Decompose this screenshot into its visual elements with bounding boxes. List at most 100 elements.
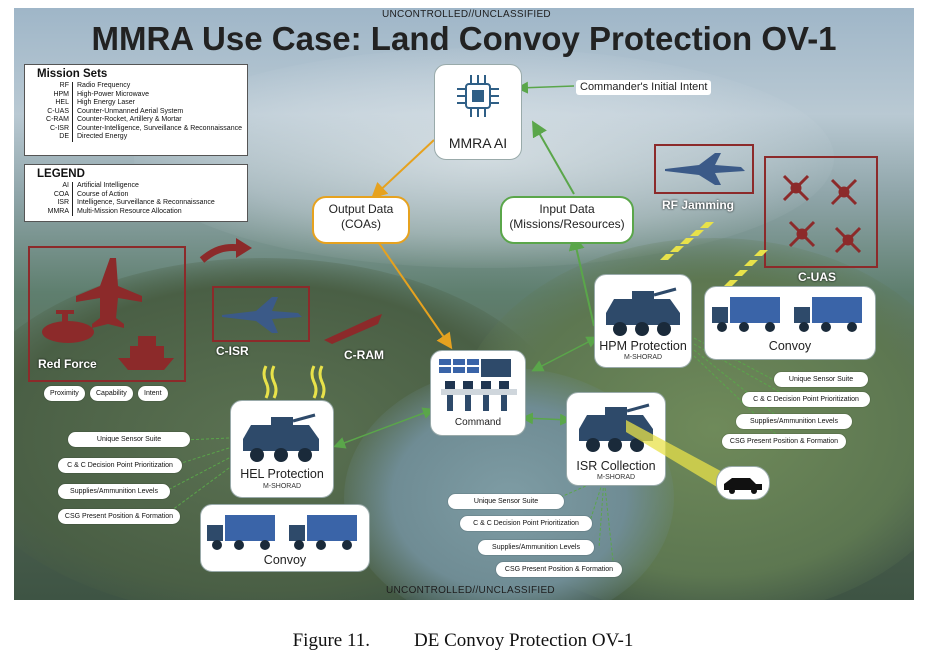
isr-tag-present-position[interactable]: CSG Present Position & Formation [496,562,622,577]
jet-icon [222,297,302,333]
mission-sets-heading: Mission Sets [37,68,108,80]
output-arrow-command [373,235,453,350]
command-node[interactable]: Command [430,350,526,436]
mission-desc: Counter-Intelligence, Surveillance & Rec… [77,124,242,132]
c-ram-label: C-RAM [344,348,384,362]
legend-desc: Course of Action [77,190,129,198]
legend-abbr: MMRA [47,207,69,215]
jet-icon [665,153,745,185]
hpm-tag-sensor-suite[interactable]: Unique Sensor Suite [774,372,868,387]
link-hel-command [333,407,435,449]
isr-tag-sensor-suite[interactable]: Unique Sensor Suite [448,494,564,509]
convoy-left-label: Convoy [263,553,307,567]
legend-abbr: COA [53,190,69,198]
red-force-arrow [199,244,241,263]
mission-desc: Counter-Unmanned Aerial System [77,107,184,115]
red-force-box [28,246,186,382]
red-force-tag-proximity[interactable]: Proximity [44,386,85,401]
mmra-ai-node[interactable]: MMRA AI [434,64,522,160]
missile-icon [324,314,382,344]
mission-abbr: HEL [55,99,69,106]
command-center-icon [439,359,517,411]
hpm-tag-decision-point[interactable]: C & C Decision Point Prioritization [742,392,870,407]
red-assets-icon [42,258,174,370]
input-data-bubble[interactable]: Input Data (Missions/Resources) [500,196,634,244]
hel-tag-supplies[interactable]: Supplies/Ammunition Levels [58,484,170,499]
intent-arrow [516,81,575,94]
legend-panel: LEGEND AI COA ISR MMRA Artificial Intell… [24,164,248,222]
leader-left [163,437,230,517]
mission-desc: High-Power Microwave [77,90,149,98]
isr-beam-icon [626,420,730,490]
link-isr-command [521,412,572,426]
input-data-line1: Input Data [539,202,595,216]
mission-abbr: C-RAM [46,116,69,123]
isr-tag-decision-point[interactable]: C & C Decision Point Prioritization [460,516,592,531]
trucks-icon [712,297,862,332]
hel-tag-decision-point[interactable]: C & C Decision Point Prioritization [58,458,182,473]
output-data-bubble[interactable]: Output Data (COAs) [312,196,410,244]
input-arrow-hpm [568,234,595,327]
diagram-title: MMRA Use Case: Land Convoy Protection OV… [91,20,837,57]
mmra-ai-label: MMRA AI [448,135,508,151]
legend-heading: LEGEND [37,168,85,180]
link-hpm-command [531,336,599,372]
mission-abbr: RF [59,82,69,89]
figure-caption: Figure 11.DE Convoy Protection OV-1 [0,630,926,652]
mission-abbr: C-UAS [47,107,69,115]
target-vehicle[interactable] [716,466,770,500]
mission-desc: Radio Frequency [77,82,131,89]
hel-protection-sub: M-SHORAD [262,483,302,490]
armored-vehicle-icon [606,287,680,336]
red-force-tag-intent[interactable]: Intent [138,386,168,401]
hpm-tag-supplies[interactable]: Supplies/Ammunition Levels [736,414,852,429]
car-icon [724,478,762,494]
red-force-tag-capability[interactable]: Capability [90,386,133,401]
red-force-label: Red Force [38,357,97,371]
input-arrow-ai [532,120,575,195]
c-isr-box [212,286,310,342]
rf-jamming-box [654,144,754,194]
hel-protection-node[interactable]: HEL Protection M-SHORAD [230,400,334,498]
isr-collection-sub: M-SHORAD [596,474,636,481]
classification-marking-top: UNCONTROLLED//UNCLASSIFIED [382,9,551,20]
ov1-figure: UNCONTROLLED//UNCLASSIFIED MMRA Use Case… [14,8,914,600]
mission-desc: Counter-Rocket, Artillery & Mortar [77,116,182,123]
mission-abbr: HPM [53,90,69,98]
hel-tag-present-position[interactable]: CSG Present Position & Formation [58,509,180,524]
armored-vehicle-icon [243,413,319,462]
classification-marking-bottom: UNCONTROLLED//UNCLASSIFIED [386,585,555,596]
commanders-intent-label: Commander's Initial Intent [576,80,712,95]
convoy-right-label: Convoy [768,339,812,353]
hpm-protection-node[interactable]: HPM Protection M-SHORAD [594,274,692,368]
convoy-left-node[interactable]: Convoy [200,504,370,572]
hpm-protection-label: HPM Protection [599,339,687,353]
figure-number: Figure 11. [292,630,371,651]
chip-icon [457,75,499,117]
c-isr-label: C-ISR [216,344,249,358]
hpm-protection-sub: M-SHORAD [623,354,663,361]
mission-desc: High Energy Laser [77,99,135,106]
convoy-right-node[interactable]: Convoy [704,286,876,360]
hel-tag-sensor-suite[interactable]: Unique Sensor Suite [68,432,190,447]
c-uas-box [764,156,878,268]
hpm-tag-present-position[interactable]: CSG Present Position & Formation [722,434,846,449]
output-data-line1: Output Data [328,202,394,216]
output-arrow-ai [371,139,435,199]
mission-abbr: DE [59,133,69,140]
legend-desc: Artificial Intelligence [77,182,139,189]
mission-abbr: C-ISR [49,124,69,132]
leader-center [553,477,615,571]
legend-abbr: AI [62,182,69,189]
isr-collection-label: ISR Collection [576,459,656,473]
legend-desc: Multi-Mission Resource Allocation [77,207,182,215]
legend-abbr: ISR [57,199,69,206]
mission-desc: Directed Energy [77,133,128,140]
input-data-line2: (Missions/Resources) [509,217,625,231]
jamming-beam-icon [660,222,714,260]
command-label: Command [454,417,502,428]
output-data-line2: (COAs) [341,217,381,231]
c-uas-label: C-UAS [798,270,836,284]
isr-tag-supplies[interactable]: Supplies/Ammunition Levels [478,540,594,555]
hel-protection-label: HEL Protection [240,467,324,481]
